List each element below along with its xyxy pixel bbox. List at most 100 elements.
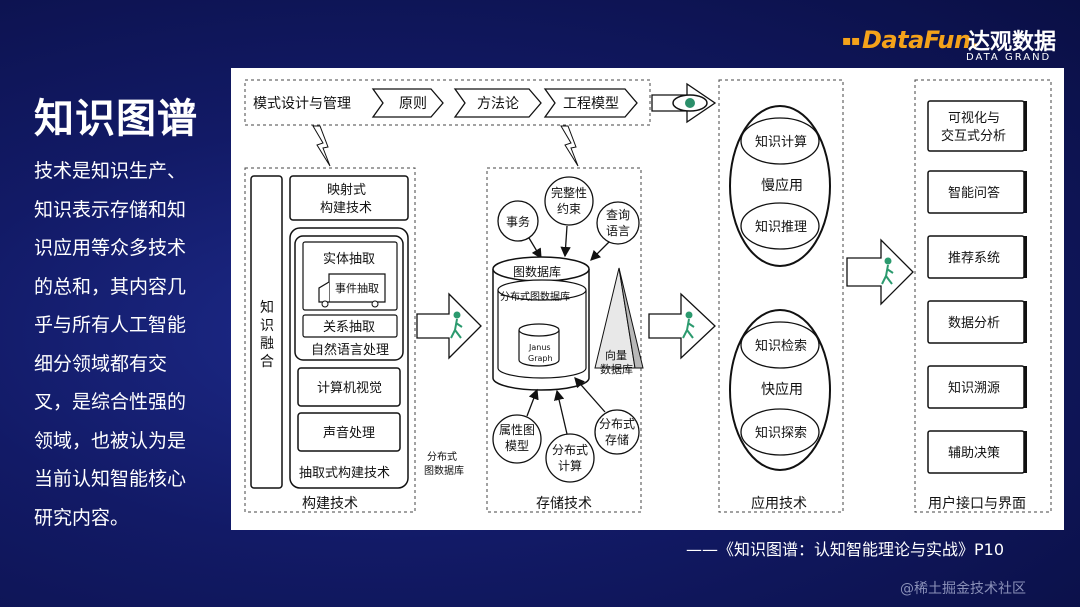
vector-db-cone-shadow bbox=[618, 267, 644, 369]
datafun-logo: ▪▪DataFun. bbox=[842, 26, 980, 54]
description-line: 的总和，其内容几 bbox=[34, 275, 187, 298]
lightning-icon bbox=[312, 125, 331, 167]
fusion-char: 知 bbox=[260, 299, 274, 316]
bubble-attr-model bbox=[492, 414, 542, 464]
knowledge-fusion-box bbox=[250, 175, 283, 489]
janus-label-line: Janus bbox=[528, 343, 551, 352]
arrow-line bbox=[560, 225, 571, 258]
dist-db-note-line: 分布式 bbox=[427, 450, 457, 463]
brand-name-en: DATA GRAND bbox=[966, 52, 1052, 63]
relation-extraction-label: 关系抽取 bbox=[323, 320, 375, 335]
description-line: 领域，也被认为是 bbox=[34, 429, 187, 452]
bubble-compute-line: 计算 bbox=[558, 458, 582, 473]
knowledge-explore-label: 知识探索 bbox=[755, 425, 807, 441]
extraction-build-label: 抽取式构建技术 bbox=[299, 466, 390, 481]
vector-db-line: 向量 bbox=[605, 348, 627, 362]
storage-section bbox=[486, 167, 642, 513]
lightning-icon bbox=[560, 125, 579, 167]
slide-title: 知识图谱 bbox=[34, 96, 198, 142]
description-line: 识应用等众多技术 bbox=[34, 237, 187, 259]
knowledge-explore-bubble bbox=[740, 408, 820, 456]
graph-db-label: 图数据库 bbox=[513, 264, 561, 279]
ui-item-label: 推荐系统 bbox=[948, 251, 1000, 266]
app-section bbox=[718, 79, 844, 513]
description-line: 乎与所有人工智能 bbox=[34, 314, 187, 336]
description-line: 叉，是综合性强的 bbox=[34, 391, 187, 413]
description-line: 当前认知智能核心 bbox=[34, 468, 187, 490]
watermark: @稀土掘金技术社区 bbox=[900, 581, 1026, 597]
build-section bbox=[244, 167, 416, 513]
audio-box bbox=[297, 412, 401, 452]
ui-item-shadow bbox=[1024, 171, 1027, 213]
ui-item-label: 交互式分析 bbox=[941, 128, 1006, 144]
bubble-query-line: 语言 bbox=[606, 224, 630, 238]
storage-section-label: 存储技术 bbox=[536, 496, 592, 512]
bubble-dist-store bbox=[594, 409, 640, 455]
book-caption: ——《知识图谱：认知智能理论与实战》P10 bbox=[686, 540, 1005, 559]
ui-section-label: 用户接口与界面 bbox=[928, 495, 1026, 512]
bubble-integrity-line: 约束 bbox=[557, 201, 581, 216]
chevron-engineering bbox=[543, 88, 638, 118]
cv-label: 计算机视觉 bbox=[317, 381, 382, 396]
slow-app-label: 慢应用 bbox=[761, 177, 803, 194]
diagram-panel: 模式设计与管理 原则 方法论 工程模型 知 识 融 合 映射式 构建技术 实体抽… bbox=[231, 68, 1064, 530]
bubble-transaction bbox=[497, 200, 539, 242]
knowledge-reasoning-bubble bbox=[740, 202, 820, 250]
bubble-integrity-line: 完整性 bbox=[551, 185, 587, 200]
arrow-app-to-ui bbox=[846, 238, 914, 306]
description-line: 研究内容。 bbox=[34, 506, 130, 529]
janus-graph-cylinder bbox=[518, 323, 560, 367]
arrow-line bbox=[526, 388, 539, 417]
ui-section bbox=[914, 79, 1052, 513]
cv-box bbox=[297, 367, 401, 407]
ui-item-shadow bbox=[1024, 101, 1027, 151]
chevron-principle-label: 原则 bbox=[399, 96, 427, 112]
ui-item-shadow bbox=[1024, 366, 1027, 408]
pattern-design-frame bbox=[244, 79, 651, 126]
audio-label: 声音处理 bbox=[323, 425, 375, 441]
fusion-char: 识 bbox=[260, 318, 274, 334]
chevron-methodology bbox=[453, 88, 542, 118]
ui-item-label: 数据分析 bbox=[948, 316, 1000, 331]
arrow-build-to-storage bbox=[416, 292, 482, 360]
fusion-char: 合 bbox=[260, 354, 274, 370]
ui-item-shadow bbox=[1024, 431, 1027, 473]
chevron-engineering-label: 工程模型 bbox=[563, 96, 619, 112]
mapping-build-line: 构建技术 bbox=[320, 201, 372, 216]
logo-dots-icon: ▪▪ bbox=[842, 33, 860, 49]
knowledge-compute-label: 知识计算 bbox=[755, 134, 807, 150]
arrow-line bbox=[528, 237, 542, 260]
mapping-build-line: 映射式 bbox=[327, 182, 366, 198]
ui-item-shadow bbox=[1024, 301, 1027, 343]
arrow-line bbox=[574, 377, 606, 413]
chevron-principle bbox=[371, 88, 444, 118]
fusion-char: 融 bbox=[260, 336, 274, 352]
app-section-label: 应用技术 bbox=[751, 495, 807, 512]
ui-item-shadow bbox=[1024, 236, 1027, 278]
knowledge-reasoning-label: 知识推理 bbox=[755, 219, 807, 235]
eye-icon bbox=[672, 94, 708, 112]
walking-person-icon bbox=[450, 311, 463, 339]
arrow-line bbox=[553, 389, 568, 435]
nlp-label: 自然语言处理 bbox=[311, 342, 389, 358]
ui-item-label: 知识溯源 bbox=[948, 380, 1000, 396]
fast-app-label: 快应用 bbox=[761, 381, 803, 398]
arrow-line bbox=[590, 241, 610, 261]
bubble-store-line: 存储 bbox=[605, 432, 629, 447]
bubble-integrity bbox=[544, 176, 594, 226]
brand-logo: ▪▪DataFun. 达观数据 DATA GRAND bbox=[842, 24, 1062, 64]
arrow-storage-to-app bbox=[648, 292, 716, 360]
slide-description: 技术是知识生产、 知识表示存储和知 识应用等众多技术 的总和，其内容几 乎与所有… bbox=[34, 152, 216, 537]
event-extraction-label: 事件抽取 bbox=[335, 281, 379, 295]
description-line: 细分领域都有交 bbox=[34, 352, 168, 375]
pattern-design-label: 模式设计与管理 bbox=[253, 96, 351, 112]
chevron-methodology-label: 方法论 bbox=[477, 96, 519, 112]
bubble-query-line: 查询 bbox=[606, 208, 630, 222]
entity-extraction-label: 实体抽取 bbox=[323, 252, 375, 267]
description-line: 技术是知识生产、 bbox=[34, 160, 187, 182]
description-line: 知识表示存储和知 bbox=[34, 198, 187, 221]
knowledge-search-bubble bbox=[740, 321, 820, 369]
dist-graph-db-label: 分布式图数据库 bbox=[500, 290, 570, 303]
bubble-attr-line: 模型 bbox=[505, 439, 529, 453]
ui-item-label: 智能问答 bbox=[948, 185, 1000, 201]
